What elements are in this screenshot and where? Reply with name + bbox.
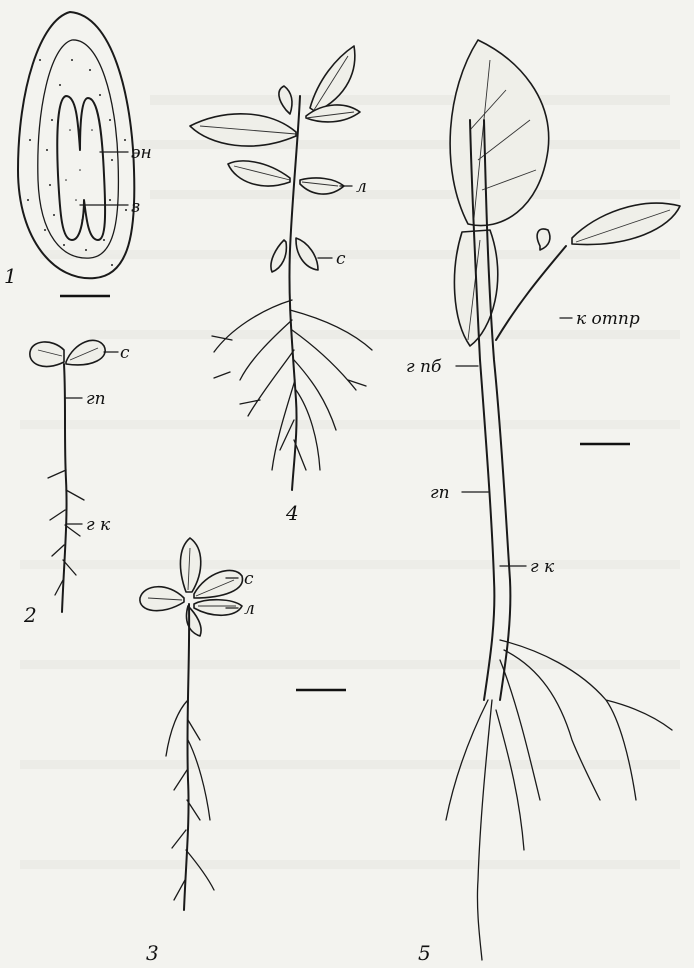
label-shoot-5: к отпр (576, 309, 640, 329)
label-hypocotyl-2: гп (86, 389, 106, 409)
label-epicotyl-5: г пб (406, 357, 442, 377)
cotyledon-left (30, 342, 64, 367)
panel-3-seedling: с л 3 (140, 538, 255, 965)
panel-number-1: 1 (4, 264, 17, 288)
cotyledon-left-4 (271, 240, 286, 272)
leaf-mid-left-4 (228, 161, 290, 186)
cotyledon-right (66, 340, 105, 365)
panel-number-5: 5 (418, 941, 431, 965)
panel-number-4: 4 (285, 501, 299, 525)
branch-5 (496, 246, 566, 340)
panel-number-3: 3 (146, 941, 159, 965)
label-cotyledon-3: с (244, 569, 254, 589)
first-leaf-top (180, 538, 200, 592)
label-cotyledon-4: с (336, 249, 346, 269)
label-leaf-4: л (356, 177, 367, 197)
panel-2-seedling: с гп г к 2 (23, 340, 130, 627)
label-leaf-3: л (244, 599, 255, 619)
panel-5-young-shoot: к отпр г пб гп г к 5 (406, 40, 680, 965)
embryo (57, 96, 105, 240)
leaf-upper-left-4 (279, 86, 292, 114)
label-hypocotyl-5: гп (430, 483, 450, 503)
panel-1-seed-section: эн з 1 (4, 12, 152, 288)
endosperm-stipple (27, 59, 127, 266)
label-embryo: з (131, 197, 140, 217)
label-endosperm: эн (131, 143, 152, 163)
cotyledon-right-4 (296, 238, 318, 270)
bleed-through-text (20, 95, 680, 869)
small-leaf-5 (537, 229, 550, 250)
hypocotyl-stem-2 (62, 364, 67, 612)
panel-4-seedling: л с 4 (190, 46, 372, 525)
stem-4 (289, 96, 300, 490)
label-cotyledon-2: с (120, 343, 130, 363)
label-root-collar-5: г к (530, 557, 555, 577)
panel-number-2: 2 (23, 603, 37, 627)
roots-5 (446, 640, 672, 960)
label-root-collar-2: г к (86, 515, 111, 535)
roots-3 (166, 700, 214, 900)
endosperm-outline (38, 40, 119, 258)
